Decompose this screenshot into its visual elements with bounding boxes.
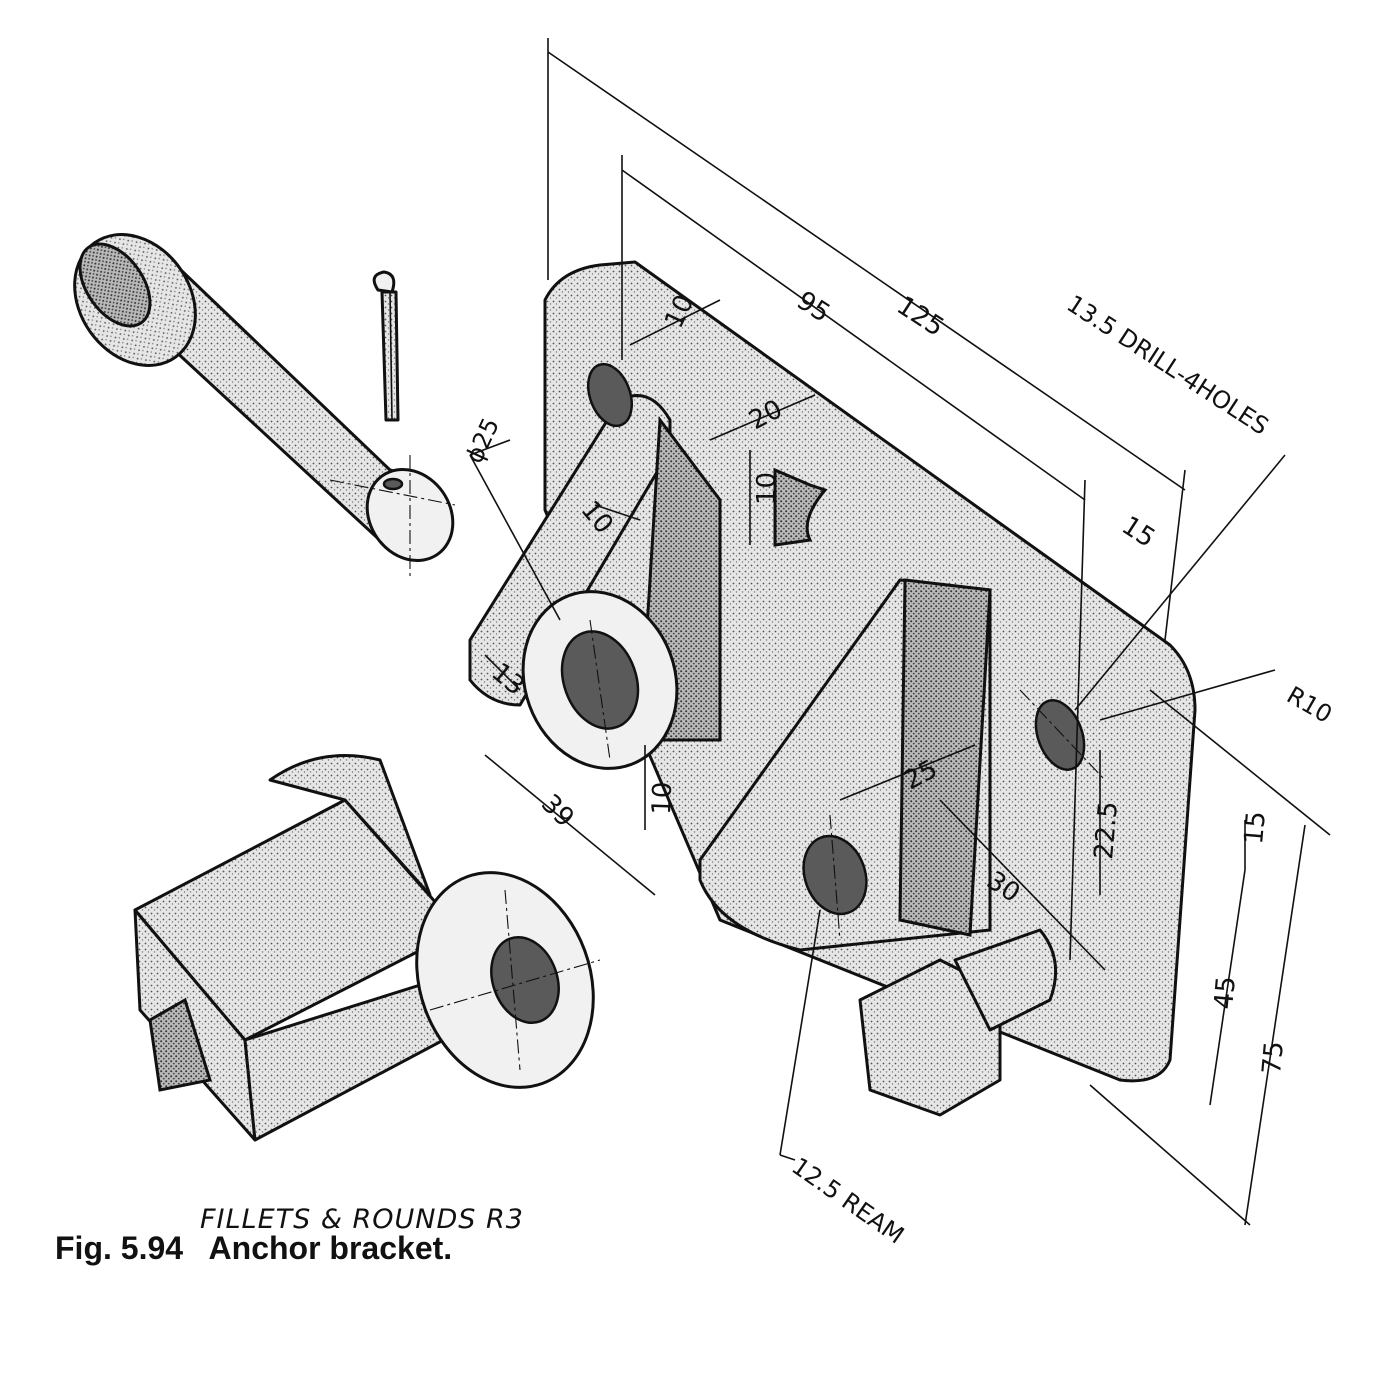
dim-22-5: 22.5 xyxy=(1089,800,1124,860)
dim-15-right: 15 xyxy=(1239,810,1272,846)
ream-note: 12.5 REAM xyxy=(787,1152,910,1250)
dim-15-top: 15 xyxy=(1116,511,1160,554)
bracket-body xyxy=(468,260,1197,1117)
dim-45: 45 xyxy=(1209,975,1242,1011)
fillets-note: FILLETS & ROUNDS R3 xyxy=(200,1204,524,1235)
drill-note: 13.5 DRILL-4HOLES xyxy=(1062,290,1274,441)
dim-95: 95 xyxy=(791,286,835,329)
dimension-lines xyxy=(469,38,1331,1226)
dim-125: 125 xyxy=(891,291,949,343)
dim-10-bottom: 10 xyxy=(647,781,678,815)
radius-note: R10 xyxy=(1282,681,1337,729)
clevis-pin xyxy=(73,233,456,580)
cotter-pin xyxy=(372,270,400,422)
rod-end xyxy=(133,754,601,1142)
dim-10-slot: 10 xyxy=(752,472,782,505)
figure-caption: Fig. 5.94 Anchor bracket. xyxy=(55,1230,453,1266)
diameter-note: ϕ25 xyxy=(460,414,505,468)
dim-75: 75 xyxy=(1257,1040,1290,1076)
